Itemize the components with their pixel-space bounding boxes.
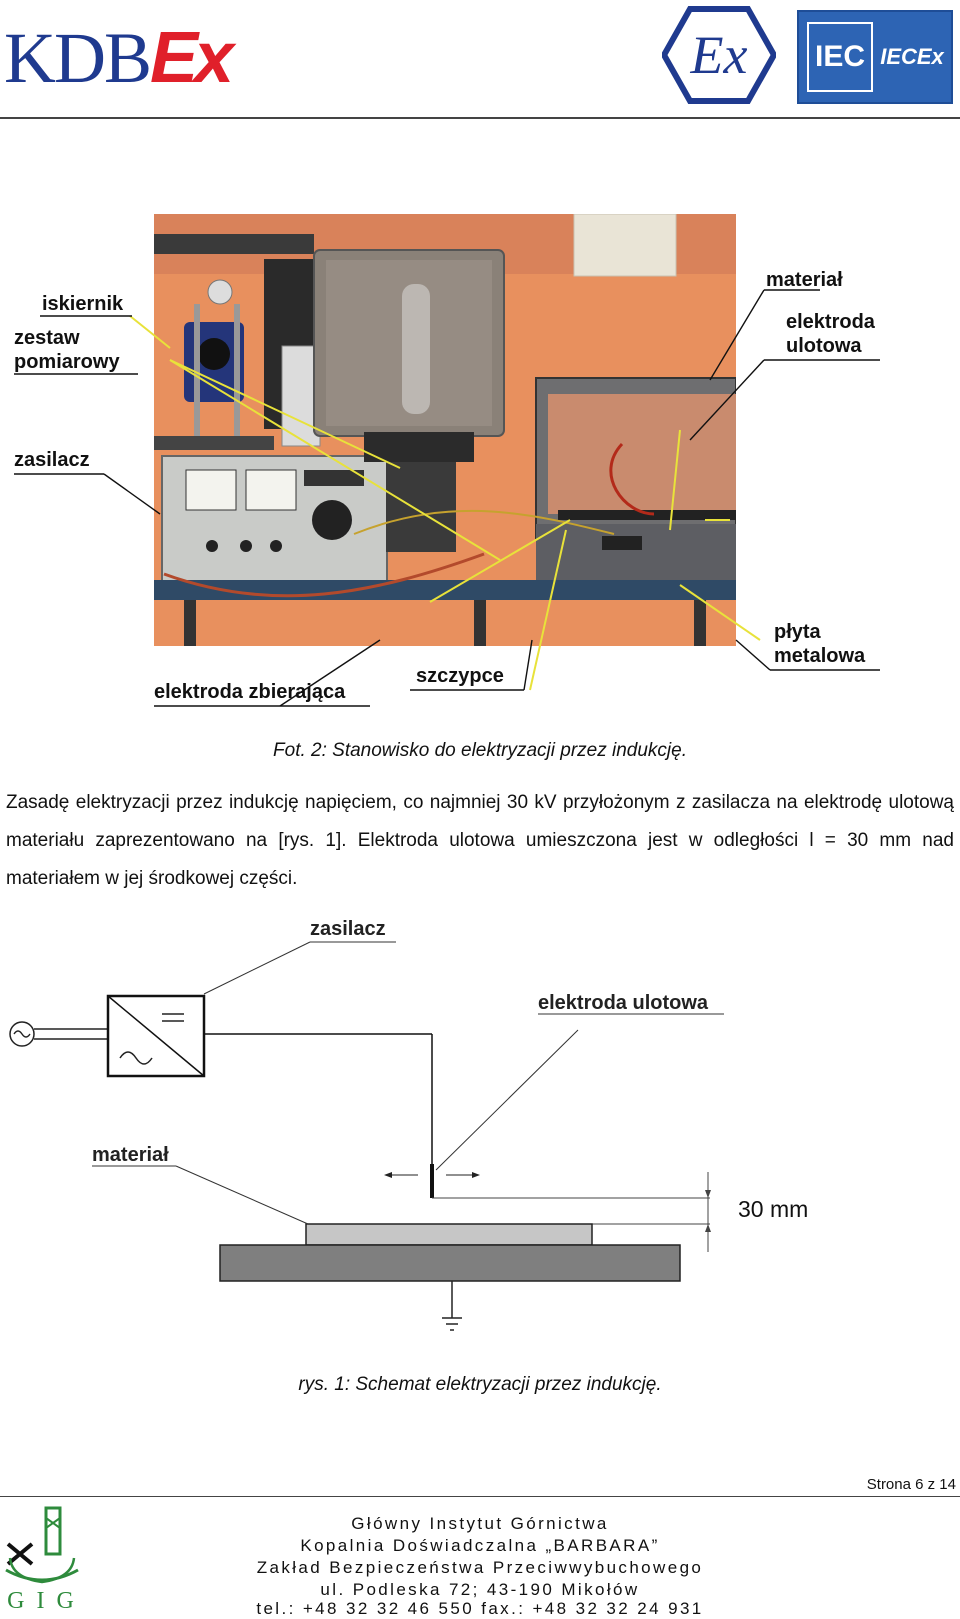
schematic-caption: rys. 1: Schemat elektryzacji przez induk… bbox=[298, 1374, 662, 1395]
logo-ex-text: Ex bbox=[150, 18, 234, 98]
callout-plyta-metalowa: płyta metalowa bbox=[774, 621, 866, 667]
dimension-label: 30 mm bbox=[738, 1196, 809, 1222]
schematic-label-material: materiał bbox=[92, 1144, 169, 1166]
footer-institute: Główny Instytut Górnictwa bbox=[351, 1514, 609, 1533]
footer-department: Zakład Bezpieczeństwa Przeciwwybuchowego bbox=[256, 1558, 704, 1577]
test-stand-photo bbox=[154, 214, 736, 646]
footer-address: ul. Podleska 72; 43-190 Mikołów bbox=[320, 1580, 640, 1599]
mine-tower-icon bbox=[44, 1506, 62, 1556]
body-paragraph: Zasadę elektryzacji przez indukcję napię… bbox=[6, 792, 954, 889]
gig-logo: G I G bbox=[5, 1506, 79, 1614]
callout-szczypce: szczypce bbox=[416, 665, 504, 687]
footer-phone: tel.: +48 32 32 46 550 fax.: +48 32 32 2… bbox=[256, 1599, 704, 1618]
page-number: Strona 6 z 14 bbox=[866, 1476, 956, 1493]
logo-kdb-text: KDB bbox=[4, 18, 152, 98]
gig-text: G I G bbox=[7, 1588, 77, 1614]
ex-hexagon-logo: Ex bbox=[662, 6, 776, 104]
iec-text: IEC bbox=[807, 22, 873, 92]
photo-leader-lines bbox=[14, 289, 880, 707]
photo-caption: Fot. 2: Stanowisko do elektryzacji przez… bbox=[273, 740, 687, 761]
footer-divider bbox=[0, 1496, 960, 1497]
induction-schematic bbox=[9, 941, 724, 1331]
schematic-label-zasilacz: zasilacz bbox=[310, 918, 386, 940]
iec-logo: IEC IECEx bbox=[797, 10, 953, 104]
material-sample bbox=[305, 1223, 593, 1246]
callout-zasilacz: zasilacz bbox=[14, 449, 90, 471]
metal-plate bbox=[219, 1244, 681, 1282]
callout-elektroda-ulotowa: elektroda ulotowa bbox=[786, 311, 875, 357]
kdbex-logo: KDBEx bbox=[4, 18, 234, 98]
iecex-text: IECEx bbox=[880, 44, 944, 69]
callout-iskiernik: iskiernik bbox=[42, 293, 124, 315]
header-divider bbox=[0, 117, 960, 119]
callout-material: materiał bbox=[766, 269, 843, 291]
ex-symbol-text: Ex bbox=[690, 25, 748, 85]
footer-mine: Kopalnia Doświadczalna „BARBARA” bbox=[300, 1536, 660, 1555]
ground-icon bbox=[442, 1317, 462, 1331]
callout-elektroda-zbierajaca: elektroda zbierająca bbox=[154, 681, 346, 703]
schematic-label-elektroda: elektroda ulotowa bbox=[538, 992, 709, 1014]
callout-zestaw-pomiarowy: zestaw pomiarowy bbox=[14, 327, 120, 373]
